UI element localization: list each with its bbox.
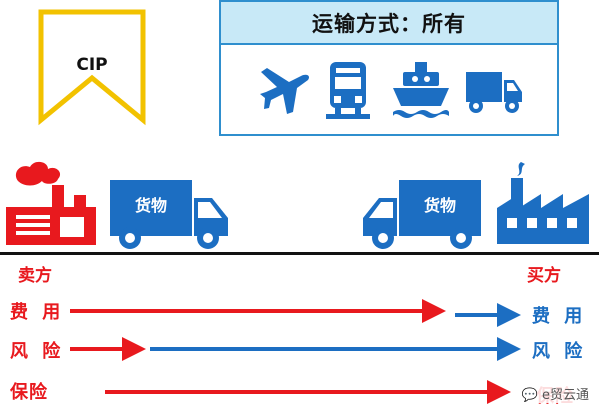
seller-cargo-label: 货物 [134,196,167,215]
ship-icon [393,62,449,118]
seller-factory-icon [6,161,96,245]
watermark-text: e贸云通 [542,388,589,403]
truck-icon [466,72,522,113]
cost-label-right: 费 用 [532,306,587,327]
seller-label: 卖方 [18,266,52,286]
airplane-icon [260,68,310,114]
buyer-cargo-truck [363,180,481,249]
chat-bubble-icon: 💬 [521,388,538,403]
watermark-label: 💬 e贸云通 [519,384,591,403]
train-icon [326,62,370,119]
seller-cargo-truck [110,180,228,249]
cip-label: CIP [76,55,108,75]
ground-line [0,252,599,255]
buyer-factory-icon [497,162,589,244]
risk-label-right: 风 险 [532,341,587,362]
buyer-label: 买方 [527,266,561,286]
cost-label-left: 费 用 [10,302,65,323]
transport-mode-panel: 运输方式：所有 [219,0,559,136]
insurance-label-left: 保险 [10,382,48,403]
transport-mode-title: 运输方式：所有 [221,2,557,45]
buyer-cargo-label: 货物 [423,196,456,215]
cip-badge [38,9,146,126]
risk-label-left: 风 险 [10,341,65,362]
